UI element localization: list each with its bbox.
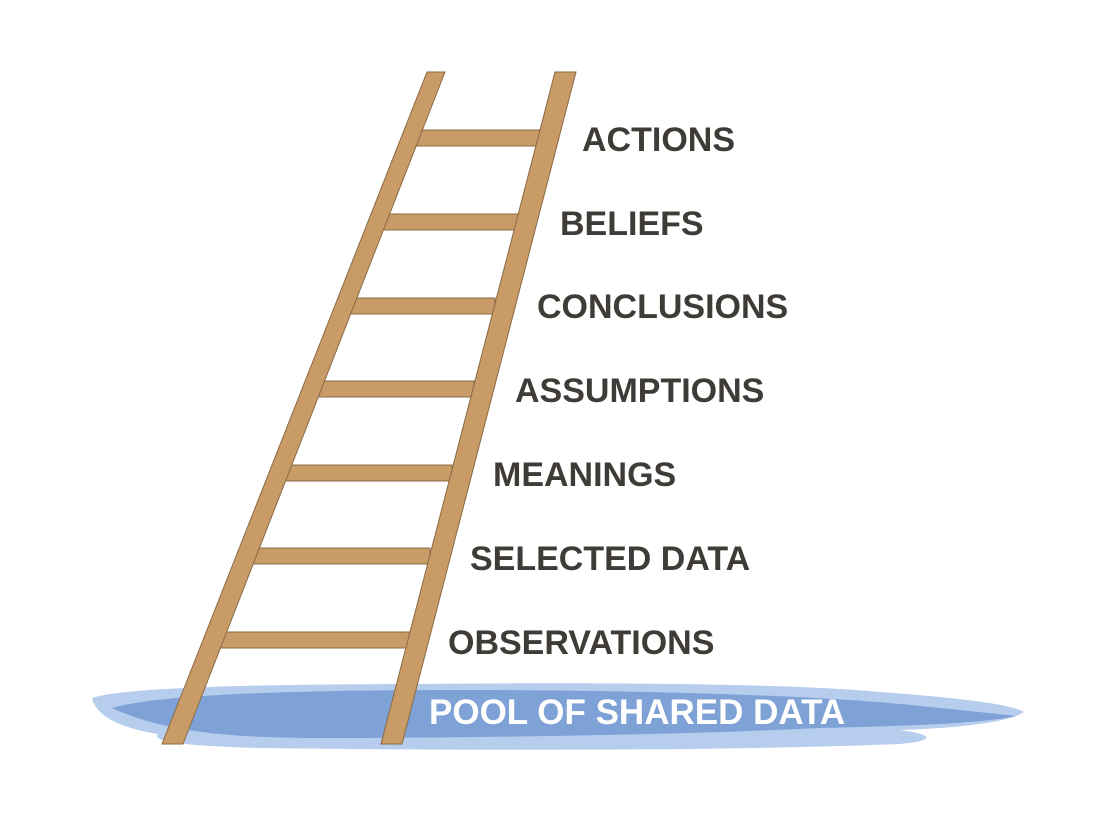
ladder-right-rail <box>380 71 577 745</box>
rung-label-beliefs: BELIEFS <box>560 205 704 243</box>
ladder-rung-meanings <box>280 464 453 482</box>
ladder-rungs <box>211 129 543 649</box>
ladder-rung-observations <box>211 631 411 649</box>
rung-label-conclusions: CONCLUSIONS <box>537 288 788 326</box>
rung-label-actions: ACTIONS <box>582 121 735 159</box>
ladder-rung-beliefs <box>378 213 519 231</box>
ladder-rung-assumptions <box>310 380 475 398</box>
rung-label-meanings: MEANINGS <box>493 456 676 494</box>
ladder-left-rail <box>161 71 446 745</box>
pool-label: POOL OF SHARED DATA <box>429 693 845 732</box>
ladder <box>161 71 577 745</box>
ladder-rung-conclusions <box>344 297 496 315</box>
ladder-rung-actions <box>408 129 543 147</box>
pool-inner-shape <box>112 690 1016 738</box>
rung-label-assumptions: ASSUMPTIONS <box>515 372 764 410</box>
ladder-labels: ACTIONS BELIEFS CONCLUSIONS ASSUMPTIONS … <box>429 121 845 732</box>
ladder-rung-selected-data <box>245 547 431 565</box>
rung-label-selected-data: SELECTED DATA <box>470 540 750 578</box>
rung-label-observations: OBSERVATIONS <box>448 624 714 662</box>
pool-of-shared-data <box>92 683 1024 750</box>
